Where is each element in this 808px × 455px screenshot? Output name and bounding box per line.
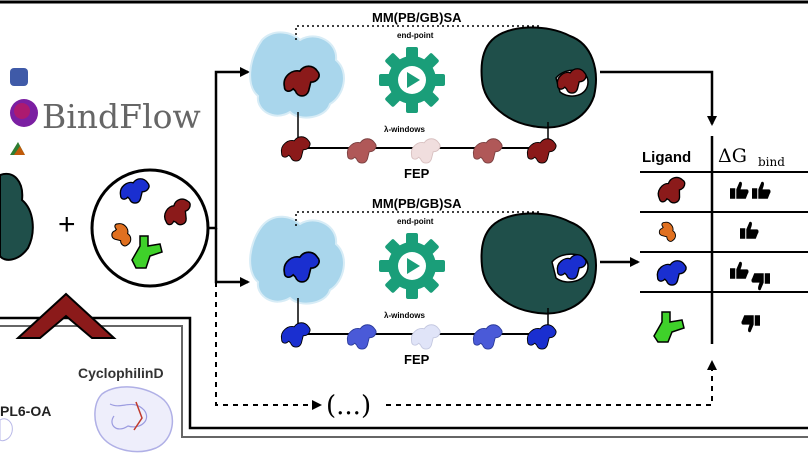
table-ligand-orange-icon [658,221,676,242]
table-header-dg: ΔG [718,145,747,167]
target-label-right: CyclophilinD [78,365,164,381]
thumbs-down-icon [741,315,760,333]
ligand-green-icon [131,235,163,269]
brand-name: BindFlow [42,97,201,136]
thumbs-up-icon [730,261,749,279]
fep-window-1-icon [280,136,311,162]
chevron-up-icon [15,292,117,339]
thumbs-down-icon [751,273,770,291]
table-header-ligand: Ligand [642,149,691,166]
fep-window-3-icon [410,138,441,164]
table-ligand-green-icon [653,311,685,343]
method-label-bottom: MM(PB/GB)SA [372,196,462,211]
fep-window-b1-icon [280,322,311,348]
fep-window-b2-icon [346,324,377,350]
play-icon-top [407,72,420,88]
windows-label-top: λ-windows [384,125,425,134]
thumbs-up-icon [730,181,749,199]
plus-sign: + [58,208,76,241]
fep-label-top: FEP [404,166,430,181]
target-label-left: PL6-OA [0,403,51,419]
fep-window-b4-icon [472,324,503,350]
table-ligand-blue-icon [656,260,687,286]
protein-top [480,26,597,129]
table-header-dg-sub: bind [758,155,785,169]
panel-border-outer [0,316,808,430]
branch-arrow-more [215,282,322,410]
fep-window-b3-icon [410,324,441,350]
fep-window-5-icon [526,138,557,164]
windows-label-bottom: λ-windows [384,311,425,320]
logo-square-icon [10,68,28,86]
protein-bottom [480,212,597,315]
fep-window-4-icon [472,138,503,164]
result-table: Ligand ΔG bind [640,136,808,344]
branch-arrow-bottom [214,228,250,287]
endpoint-label-top: end-point [397,31,434,40]
more-ellipsis: (...) [326,391,371,421]
ligand-pool [90,168,210,288]
fep-label-bottom: FEP [404,352,430,367]
branch-arrow-top [208,67,250,230]
method-label-top: MM(PB/GB)SA [372,10,462,25]
target-structure-left [0,418,13,442]
protein-structure-cyclophilind [94,386,174,453]
fep-window-b5-icon [526,324,557,350]
protein-partial-left [0,172,34,261]
fep-window-2-icon [346,138,377,164]
top-workflow: MM(PB/GB)SA end-point λ-windows FEP [249,10,717,181]
bindflow-logo: BindFlow [10,68,201,155]
to-table-arrow-top [600,70,717,126]
table-ligand-red-icon [654,174,690,208]
thumbs-up-icon [752,181,771,199]
endpoint-label-bottom: end-point [397,217,434,226]
more-to-table-arrow [386,360,717,406]
bottom-workflow: MM(PB/GB)SA end-point λ-windows FEP [249,196,640,367]
thumbs-up-icon [740,221,759,239]
play-icon-bottom [407,258,420,274]
